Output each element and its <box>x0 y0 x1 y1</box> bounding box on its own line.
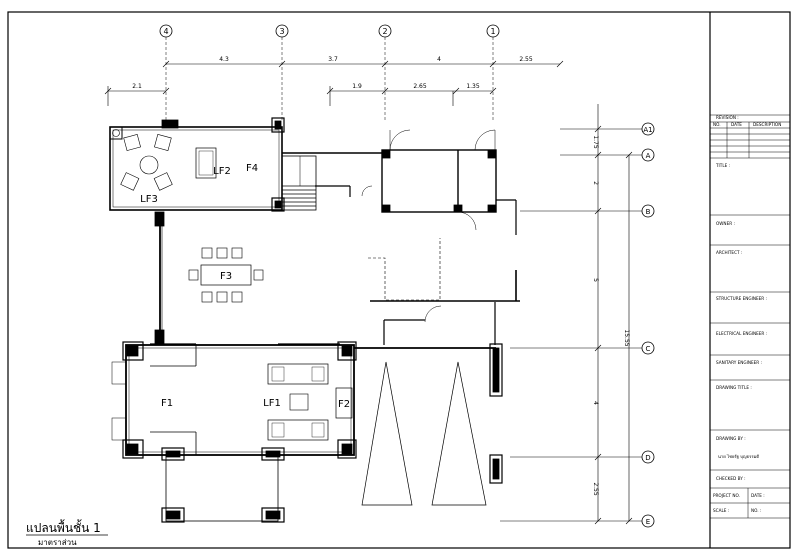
dim-second-0: 2.1 <box>132 83 142 90</box>
tb-drawer-name: นาย ไชยรัฐ บุญธรรมดี <box>718 453 759 460</box>
plan-scale-label: มาตราส่วน <box>38 538 77 547</box>
tb-revision: REVISION : <box>716 115 739 120</box>
room-label-lf1: LF1 <box>263 398 281 409</box>
room-label-f1: F1 <box>161 398 173 409</box>
tb-date: DATE : <box>751 493 765 498</box>
dim-right-3: 4 <box>592 401 599 405</box>
room-label-f4: F4 <box>246 163 258 174</box>
dim-second-3: 1.35 <box>466 83 480 90</box>
tb-structure: STRUCTURE ENGINEER : <box>716 296 767 301</box>
tb-sanitary: SANITARY ENGINEER : <box>716 360 762 365</box>
dining-area <box>154 211 520 345</box>
grid-label-C: C <box>646 345 651 353</box>
carport <box>354 343 503 506</box>
tb-project-no: PROJECT NO. <box>713 493 740 498</box>
tb-owner: OWNER : <box>716 221 735 226</box>
tb-sheet-no: NO. : <box>751 508 761 513</box>
room-label-f2: F2 <box>338 399 350 410</box>
plan-title: แปลนพื้นชั้น 1 <box>26 519 101 535</box>
grid-column-markers <box>159 24 500 125</box>
grid-label-E: E <box>646 518 650 526</box>
grid-label-B: B <box>646 208 651 216</box>
grid-label-A1: A1 <box>643 126 652 134</box>
tb-architect: ARCHITECT : <box>716 250 742 255</box>
tb-title: TITLE : <box>715 163 730 168</box>
dim-top-0: 4.3 <box>219 56 229 63</box>
grid-label-D: D <box>645 454 650 462</box>
dim-right-1: 2 <box>592 181 599 185</box>
tb-drawing-by: DRAWING BY : <box>716 436 746 441</box>
upper-right-rooms <box>361 129 517 235</box>
dim-top-3: 2.55 <box>519 56 533 63</box>
grid-label-1: 1 <box>490 27 495 36</box>
grid-label-A: A <box>646 152 651 160</box>
dim-right-2: 5 <box>592 278 599 282</box>
room-label-lf3: LF3 <box>140 194 158 205</box>
living-room <box>111 341 357 523</box>
sheet-border <box>7 11 791 549</box>
grid-label-3: 3 <box>279 27 284 36</box>
grid-label-4: 4 <box>163 27 168 36</box>
dim-top-1: 3.7 <box>328 56 338 63</box>
grid-label-2: 2 <box>382 27 387 36</box>
tb-rev-desc: DESCRIPTION <box>753 122 781 127</box>
tb-checked-by: CHECKED BY : <box>716 476 746 481</box>
dim-second-1: 1.9 <box>352 83 362 90</box>
dim-right-4: 2.55 <box>592 482 599 496</box>
tb-drawing-title: DRAWING TITLE : <box>716 385 752 390</box>
tb-rev-no: NO. <box>713 122 721 127</box>
tb-electrical: ELECTRICAL ENGINEER : <box>716 331 767 336</box>
dim-second-2: 2.65 <box>413 83 427 90</box>
dim-top-2: 4 <box>437 56 441 63</box>
room-label-f3: F3 <box>220 271 232 282</box>
tb-rev-date: DATE <box>731 122 742 127</box>
title-block-lines <box>710 114 790 519</box>
dim-right-0: 1.75 <box>592 135 599 149</box>
room-label-lf2: LF2 <box>213 166 231 177</box>
dimension-column-right <box>594 104 633 525</box>
upper-lounge <box>109 117 385 212</box>
dim-total: 15.55 <box>623 329 630 346</box>
dimension-row-second <box>104 86 497 106</box>
dimension-row-top <box>162 60 564 68</box>
grid-row-markers <box>500 122 655 528</box>
tb-scale: SCALE : <box>713 508 729 513</box>
